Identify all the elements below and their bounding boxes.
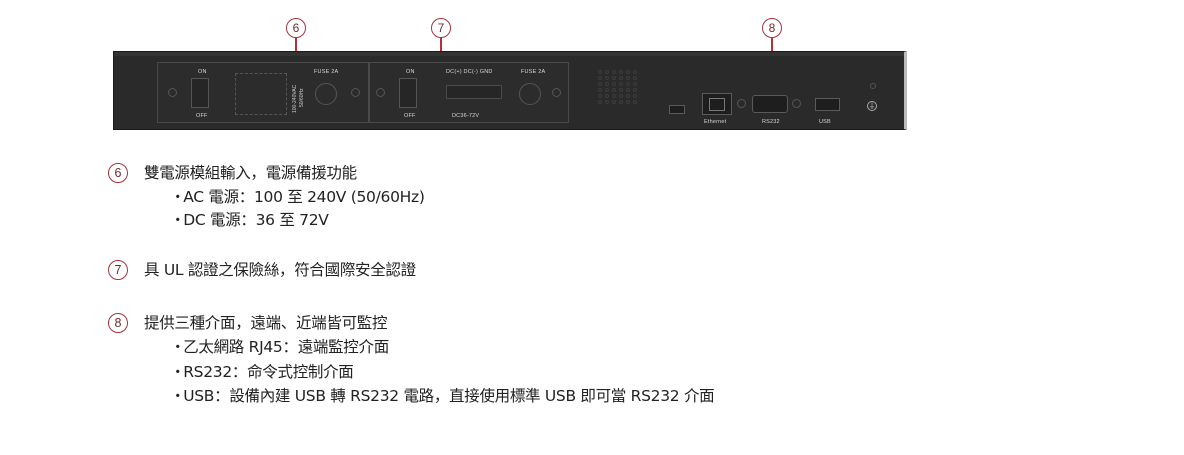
- ac-power-module: ON OFF 100-240VAC 50/60Hz FUSE 2A: [157, 62, 369, 123]
- feature-7-title: 具 UL 認證之保險絲，符合國際安全認證: [144, 261, 416, 279]
- screw-icon: [168, 88, 177, 97]
- ground-screw-icon: [870, 83, 876, 89]
- callout-8-badge: 8: [762, 18, 782, 38]
- feature-6-point-2: DC 電源：36 至 72V: [170, 210, 329, 230]
- screw-icon: [552, 88, 561, 97]
- ac-rating-line2: 50/60Hz: [299, 88, 305, 107]
- ac-power-switch[interactable]: [191, 78, 209, 108]
- feature-8-point-2: RS232：命令式控制介面: [170, 362, 354, 382]
- usb-label: USB: [819, 119, 831, 125]
- screw-icon: [351, 88, 360, 97]
- feature-8-badge: 8: [108, 313, 128, 333]
- feature-6-badge: 6: [108, 163, 128, 183]
- callout-7-badge: 7: [431, 18, 451, 38]
- screw-icon: [737, 99, 746, 108]
- dc-fuse-holder: [519, 83, 541, 105]
- ac-switch-on-label: ON: [198, 69, 207, 75]
- dc-terminal-block: [446, 85, 502, 99]
- callout-6-badge: 6: [286, 18, 306, 38]
- dc-terminal-labels: DC(+) DC(-) GND: [446, 69, 493, 75]
- ac-rating-line1: 100-240VAC: [292, 84, 298, 113]
- ethernet-port: [702, 93, 732, 115]
- ground-icon: ⏚: [867, 101, 877, 111]
- ac-inlet-socket: [235, 73, 287, 115]
- screw-icon: [792, 99, 801, 108]
- dc-switch-off-label: OFF: [404, 113, 416, 119]
- rj45-socket-icon: [709, 98, 725, 111]
- feature-7-badge: 7: [108, 260, 128, 280]
- dc-power-module: ON OFF DC(+) DC(-) GND DC36-72V FUSE 2A: [369, 62, 569, 123]
- screw-icon: [376, 88, 385, 97]
- rs232-label: RS232: [762, 119, 780, 125]
- dc-fuse-label: FUSE 2A: [521, 69, 546, 75]
- vent-grill: [598, 70, 638, 104]
- dc-switch-on-label: ON: [406, 69, 415, 75]
- feature-8-title: 提供三種介面，遠端、近端皆可監控: [144, 314, 388, 332]
- feature-6-title: 雙電源模組輸入，電源備援功能: [144, 164, 357, 182]
- ac-switch-off-label: OFF: [196, 113, 208, 119]
- rs232-port: [752, 95, 788, 113]
- dc-power-switch[interactable]: [399, 78, 417, 108]
- ac-fuse-holder: [315, 83, 337, 105]
- ethernet-label: Ethernet: [704, 119, 727, 125]
- feature-8-point-3: USB：設備內建 USB 轉 RS232 電路，直接使用標準 USB 即可當 R…: [170, 386, 714, 406]
- dc-rating-label: DC36-72V: [452, 113, 480, 119]
- led-connector: [669, 105, 685, 114]
- ac-fuse-label: FUSE 2A: [314, 69, 339, 75]
- device-rear-panel: ON OFF 100-240VAC 50/60Hz FUSE 2A ON OFF…: [113, 51, 907, 130]
- feature-6-point-1: AC 電源：100 至 240V (50/60Hz): [170, 187, 425, 207]
- feature-8-point-1: 乙太網路 RJ45：遠端監控介面: [170, 337, 389, 357]
- usb-port: [815, 98, 840, 111]
